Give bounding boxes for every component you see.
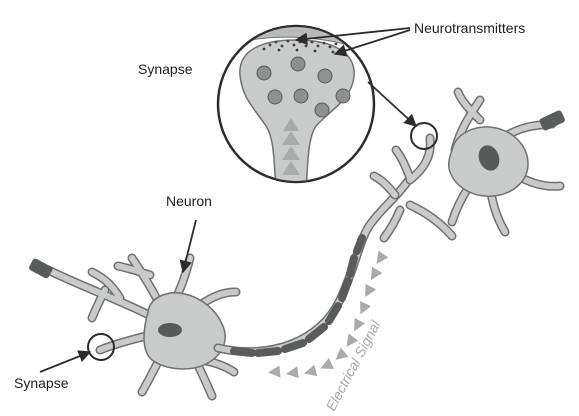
left-neuron-soma: [144, 293, 225, 369]
left-neuron-nucleus: [158, 323, 182, 337]
neurotransmitters-arrow-2: [335, 30, 410, 54]
neuron-label: Neuron: [166, 193, 212, 209]
myelin-sheath: [234, 238, 362, 353]
synapse-zoom-view: [210, 15, 380, 190]
synapse-top-label: Synapse: [138, 61, 193, 77]
synapse-bottom-arrow: [40, 352, 90, 372]
left-incoming-terminal: [28, 258, 54, 280]
neurotransmitters-label: Neurotransmitters: [414, 20, 525, 36]
synapse-bottom-label: Synapse: [14, 375, 69, 391]
